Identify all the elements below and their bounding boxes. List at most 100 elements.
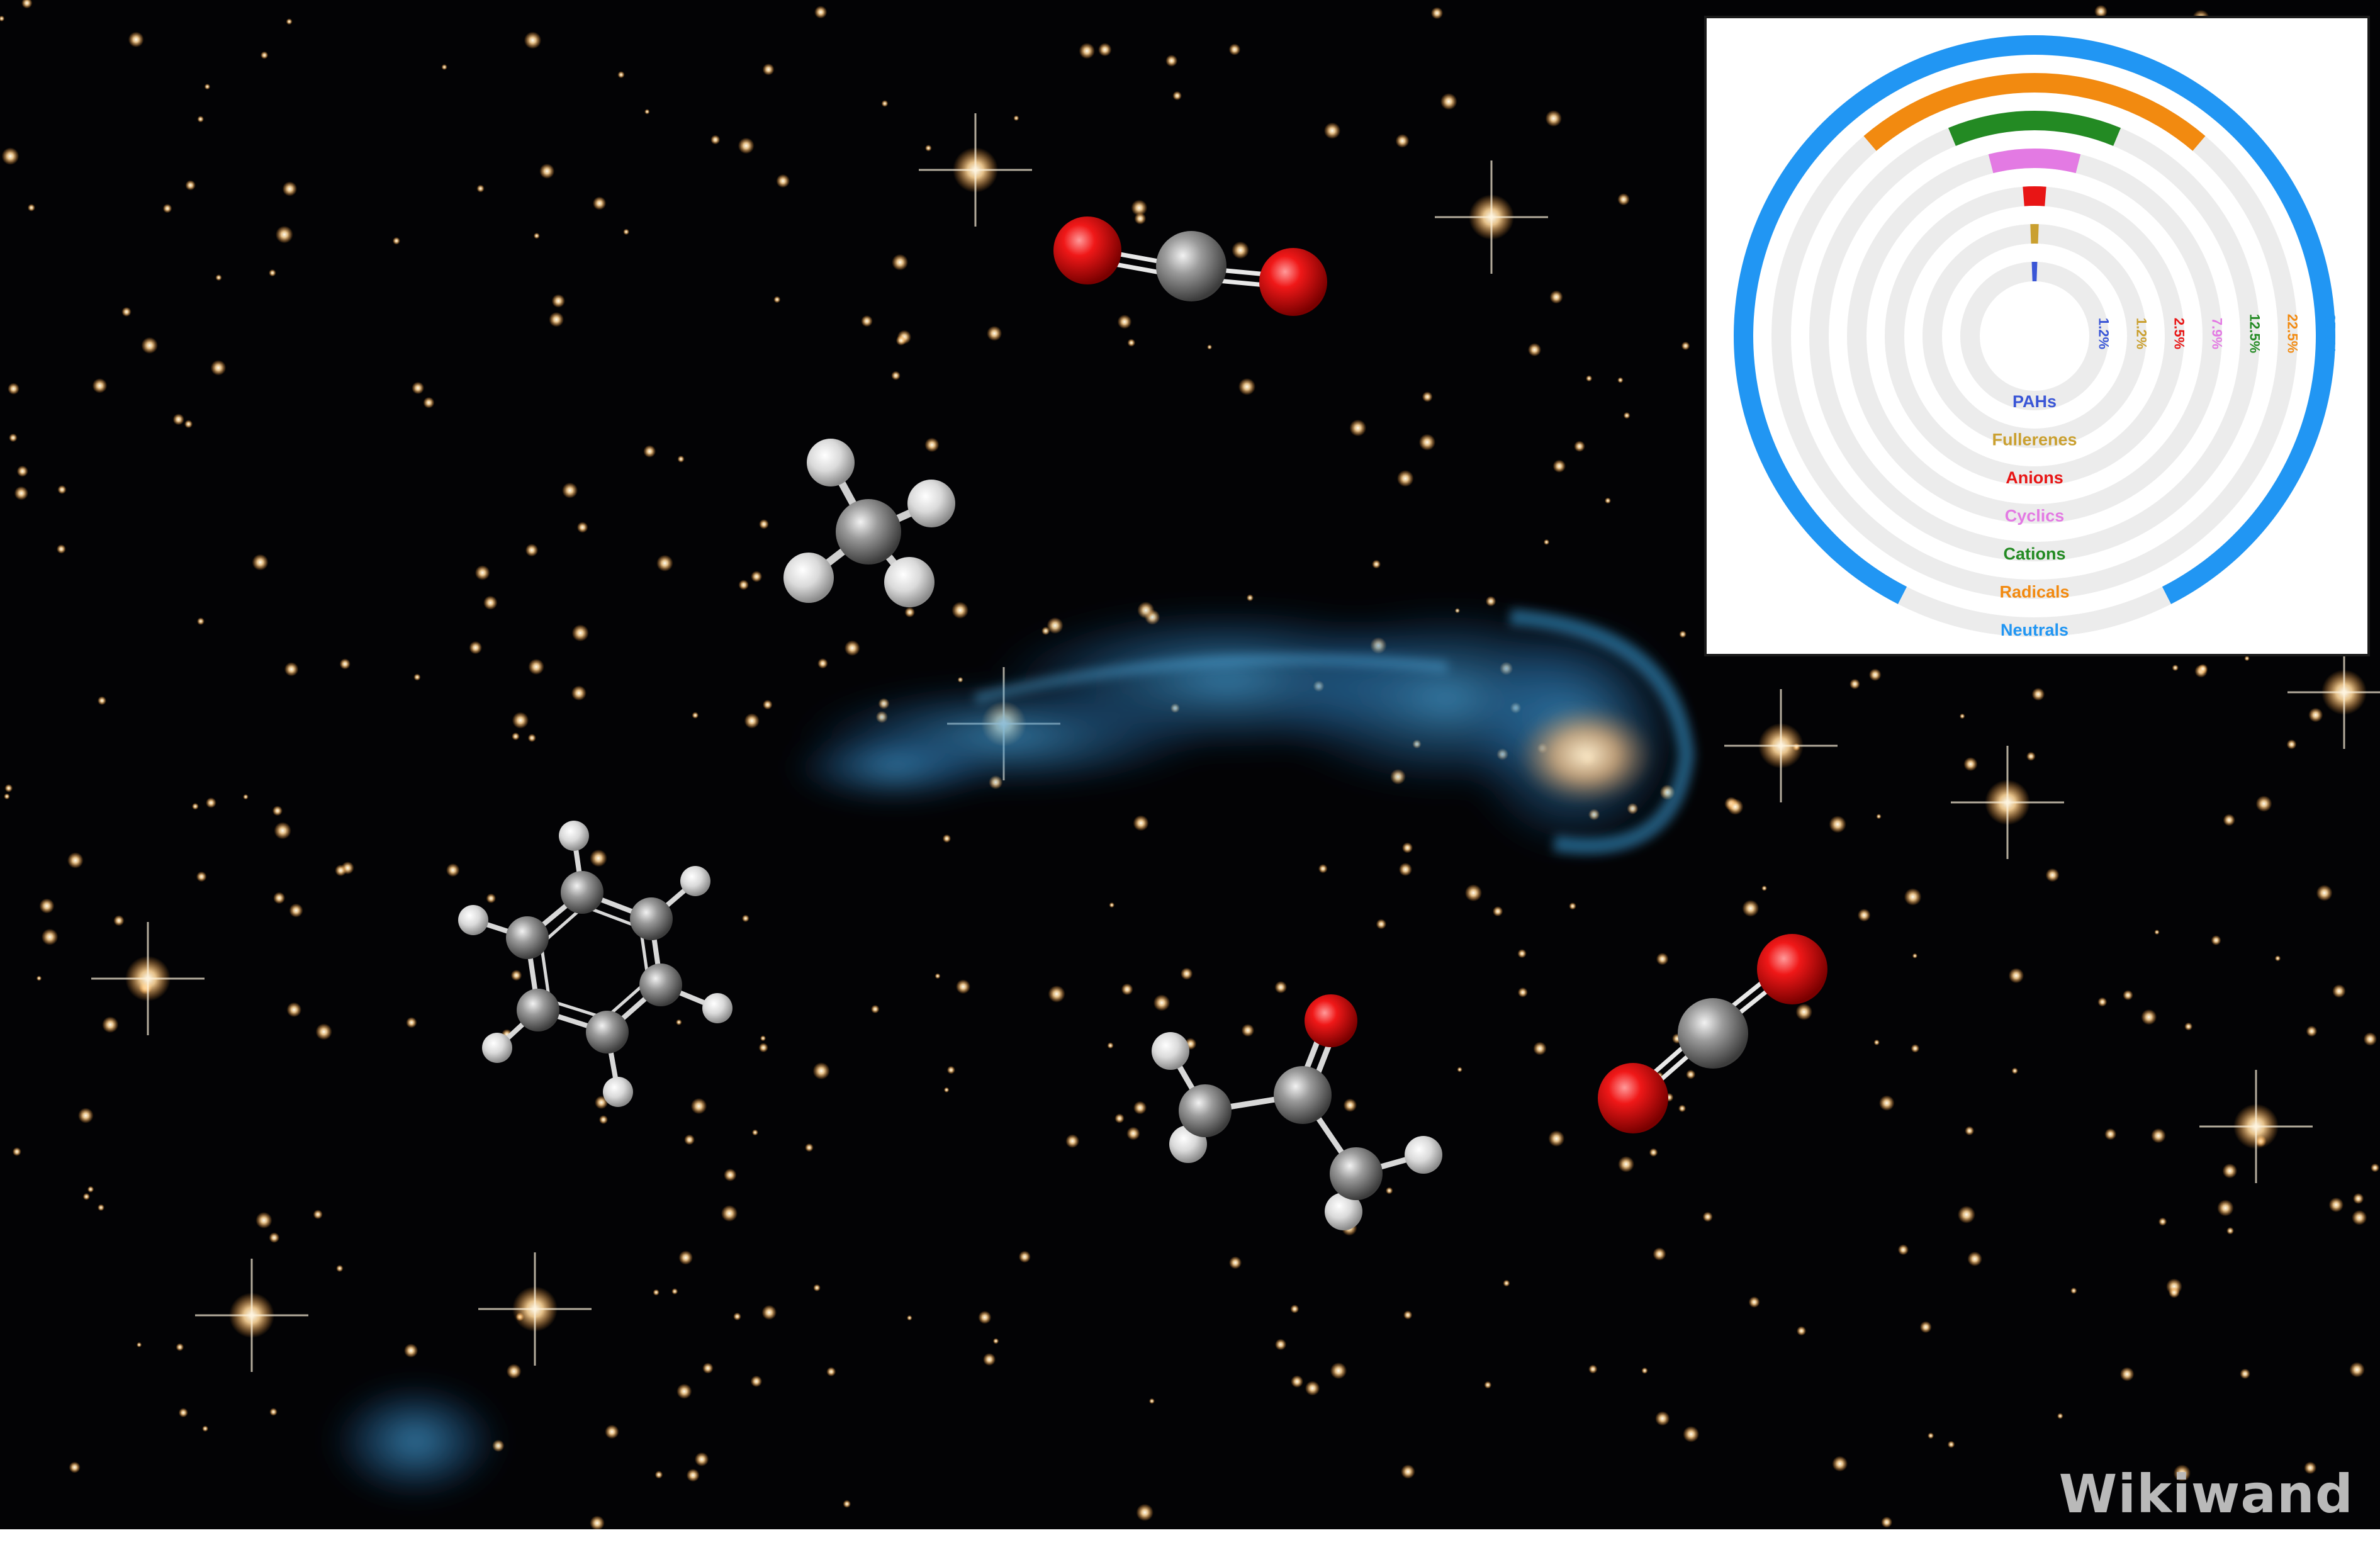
star (176, 1343, 184, 1351)
star (1403, 1310, 1413, 1320)
star (2286, 739, 2297, 750)
star (243, 794, 249, 800)
star (1878, 1095, 1895, 1111)
star (1133, 1101, 1147, 1115)
star (286, 18, 293, 25)
star (1318, 864, 1328, 874)
value-label-pahs: 1.2% (2096, 318, 2112, 349)
star (286, 1002, 302, 1018)
star (843, 1500, 851, 1508)
star (2349, 1362, 2365, 1378)
star (2008, 968, 2024, 984)
star (671, 1288, 678, 1295)
star (82, 1193, 90, 1200)
star (27, 204, 35, 211)
star (692, 712, 699, 719)
star (654, 1471, 663, 1479)
star (653, 1289, 660, 1296)
star (1323, 122, 1341, 139)
star (113, 915, 125, 926)
star (861, 315, 873, 327)
star (1829, 816, 1846, 833)
star (206, 797, 216, 808)
bar-fullerenes (2030, 224, 2039, 244)
star (87, 1186, 94, 1193)
star (617, 71, 625, 79)
star (2304, 1461, 2317, 1475)
star (758, 1043, 768, 1053)
star (1485, 596, 1496, 607)
star (2184, 1022, 2193, 1031)
star (2217, 1200, 2234, 1216)
bar-cyclics (1988, 148, 2081, 174)
star (702, 1363, 714, 1374)
carbon-dioxide-molecule-2 (1598, 934, 1827, 1133)
star (571, 685, 587, 701)
star (1343, 1098, 1357, 1112)
star (275, 225, 293, 244)
star (751, 571, 763, 583)
star (1605, 497, 1611, 504)
star (1686, 1069, 1696, 1079)
star (943, 1087, 950, 1093)
star (41, 928, 59, 946)
star (1543, 539, 1550, 546)
star (571, 624, 589, 642)
star (121, 306, 132, 317)
star (2255, 795, 2272, 812)
star (978, 1310, 992, 1324)
star (2371, 1163, 2380, 1172)
star (8, 383, 20, 395)
star (98, 696, 106, 705)
chart-category-labels: PAHsFullerenesAnionsCyclicsCationsRadica… (1992, 392, 2077, 639)
star (1679, 631, 1687, 638)
star (1967, 1251, 1982, 1267)
star (510, 970, 522, 981)
star (1127, 339, 1136, 347)
star (741, 914, 749, 923)
star (992, 1338, 999, 1344)
star (776, 174, 790, 188)
star (2119, 1367, 2135, 1381)
bar-radicals (1863, 72, 2206, 151)
star (773, 296, 781, 303)
star (2306, 1025, 2318, 1037)
star (255, 1211, 272, 1229)
star (2031, 687, 2045, 701)
star (2173, 1464, 2191, 1482)
star (1959, 713, 1965, 719)
star (1727, 799, 1744, 815)
star (1401, 1464, 1415, 1479)
star (474, 565, 490, 580)
star (392, 237, 400, 245)
chart-bars (1734, 35, 2335, 604)
star (656, 554, 673, 572)
bar-cations (1948, 110, 2121, 146)
star (1569, 902, 1576, 910)
star (690, 1098, 707, 1115)
star (751, 1129, 758, 1136)
star (1148, 1398, 1155, 1404)
star (1683, 1426, 1700, 1442)
star (684, 1134, 695, 1145)
star (1742, 899, 1760, 917)
star (686, 1468, 700, 1482)
star (592, 196, 607, 210)
chart-value-labels: 1.2%1.2%2.5%7.9%12.5%22.5%85.0% (2096, 314, 2338, 353)
star (1136, 1503, 1154, 1521)
star (1376, 919, 1387, 930)
star (1857, 908, 1871, 922)
star (1586, 375, 1593, 382)
star (907, 1315, 912, 1321)
category-label-neutrals: Neutrals (2001, 621, 2068, 639)
star (1484, 1381, 1492, 1389)
star (1876, 814, 1882, 819)
acetone-molecule (1152, 994, 1442, 1230)
star (2363, 1032, 2377, 1046)
molecules (458, 216, 1827, 1230)
nebula (327, 604, 1695, 1501)
star (339, 658, 351, 670)
star (1228, 1256, 1242, 1269)
value-label-neutrals: 85.0% (2323, 314, 2338, 353)
